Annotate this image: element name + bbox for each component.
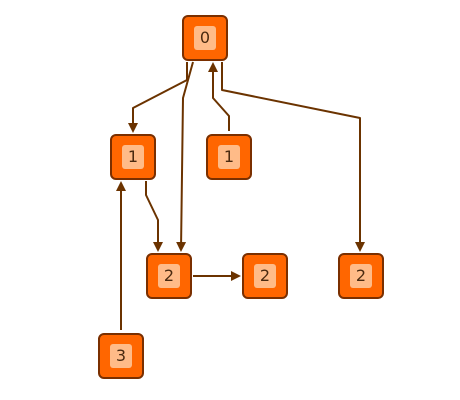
node-3: 3 xyxy=(98,333,144,379)
edge-n0-to-n2c xyxy=(221,62,365,252)
edge-n0-to-n1a xyxy=(128,62,188,133)
node-label: 2 xyxy=(254,264,276,288)
edge-n1b-to-n0 xyxy=(208,62,230,131)
edge-n0-to-n2a xyxy=(176,61,194,252)
node-2-left: 2 xyxy=(146,253,192,299)
node-0: 0 xyxy=(182,15,228,61)
node-2-right: 2 xyxy=(338,253,384,299)
node-label: 2 xyxy=(158,264,180,288)
edge-n1a-to-n2a xyxy=(145,181,163,252)
node-label: 0 xyxy=(194,26,216,50)
node-1-left: 1 xyxy=(110,134,156,180)
node-2-middle: 2 xyxy=(242,253,288,299)
node-1-right: 1 xyxy=(206,134,252,180)
node-label: 2 xyxy=(350,264,372,288)
node-label: 1 xyxy=(122,145,144,169)
node-label: 3 xyxy=(110,344,132,368)
node-label: 1 xyxy=(218,145,240,169)
